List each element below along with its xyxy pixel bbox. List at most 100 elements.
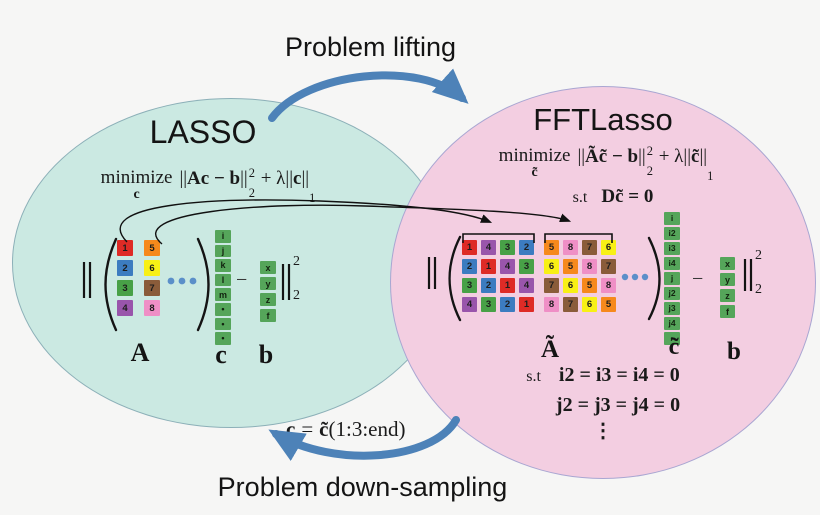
matrix-cell: 5 (144, 240, 160, 256)
vector-cell: • (215, 302, 231, 316)
matrix-cell: 4 (117, 300, 133, 316)
vector-cell: i2 (664, 227, 680, 240)
matrix-cell: 3 (519, 259, 534, 274)
matrix-cell: 6 (563, 278, 578, 293)
matrix-cell: 3 (481, 297, 496, 312)
minimize-operator: minimize c (100, 167, 173, 202)
vector-cell: j3 (664, 302, 680, 315)
matrix-cell: 6 (544, 259, 559, 274)
matrix-cell: 5 (601, 297, 616, 312)
matrix-cell: 5 (582, 278, 597, 293)
matrix-cell: 6 (582, 297, 597, 312)
st-word: s.t (526, 368, 541, 385)
vector-cell: j2 (664, 287, 680, 300)
matrix-cell: 8 (563, 240, 578, 255)
matrix-A: 1 2 3 4 5 6 7 8 (117, 240, 160, 316)
vector-cell: z (720, 289, 735, 302)
label-b: b (727, 338, 741, 365)
matrix-cell: 8 (544, 297, 559, 312)
vector-cell: i (664, 212, 680, 225)
matrix-cell: 4 (481, 240, 496, 255)
vector-cell: k (215, 259, 231, 272)
matrix-cell: 7 (144, 280, 160, 296)
matrix-cell: 3 (500, 240, 515, 255)
matrix-cell: 7 (544, 278, 559, 293)
norm-subscript: 2 (293, 288, 300, 303)
matrix-cell: 7 (563, 297, 578, 312)
matrix-cell: 5 (544, 240, 559, 255)
D-constraint: Dc̃ = 0 (601, 186, 654, 207)
downsample-formula: c = c̃ (1:3:end) (286, 417, 406, 441)
matrix-cell: 2 (519, 240, 534, 255)
vector-cell: • (664, 332, 680, 345)
vector-cell: z (260, 293, 276, 306)
matrix-cell: 6 (144, 260, 160, 276)
vector-cell: y (260, 277, 276, 290)
matrix-cell: 7 (582, 240, 597, 255)
vector-c-tilde: i i2 i3 i4 j j2 j3 j4 • (664, 212, 680, 345)
vector-cell: f (260, 309, 276, 322)
vector-cell: y (720, 273, 735, 286)
matrix-cell: 2 (462, 259, 477, 274)
matrix-cell: 4 (519, 278, 534, 293)
vector-cell: i (215, 230, 231, 243)
vector-cell: l (215, 273, 231, 287)
minus-sign: − (692, 268, 704, 290)
lasso-title: LASSO (149, 114, 257, 150)
index-constraints-line1: s.t i2 = i3 = i4 = 0 (478, 364, 728, 387)
vector-cell: j4 (664, 317, 680, 330)
problem-lifting-label: Problem lifting (284, 32, 457, 62)
vector-cell: i4 (664, 257, 680, 270)
matrix-cell: 1 (462, 240, 477, 255)
matrix-cell: 4 (462, 297, 477, 312)
fftlasso-equality-constraint: s.t Dc̃ = 0 (538, 186, 688, 208)
vertical-dots: ⋮ (593, 420, 613, 442)
matrix-cell: 2 (481, 278, 496, 293)
label-c: c (215, 340, 227, 369)
matrix-cell: 6 (601, 240, 616, 255)
matrix-cell: 8 (582, 259, 597, 274)
matrix-cell: 5 (563, 259, 578, 274)
fftlasso-title: FFTLasso (533, 102, 673, 137)
norm-superscript: 2 (755, 248, 762, 263)
minus-sign: − (236, 269, 248, 291)
matrix-cell: 1 (481, 259, 496, 274)
matrix-cell: 1 (500, 278, 515, 293)
vector-cell: • (215, 317, 231, 331)
vector-cell: f (720, 305, 735, 318)
vector-cell: j (664, 272, 680, 285)
vector-cell: x (720, 257, 735, 270)
matrix-cell: 7 (601, 259, 616, 274)
matrix-cell: 2 (500, 297, 515, 312)
label-c-tilde: c̃ (668, 334, 680, 360)
matrix-cell: 4 (500, 259, 515, 274)
st-word: s.t (572, 189, 588, 206)
matrix-cell: 2 (117, 260, 133, 276)
matrix-cell: 8 (601, 278, 616, 293)
vector-cell: j (215, 244, 231, 258)
matrix-cell: 1 (519, 297, 534, 312)
label-A-tilde: Ã (540, 336, 560, 363)
matrix-cell: 3 (462, 278, 477, 293)
minimize-operator: minimize c̃ (498, 145, 571, 180)
vector-cell: • (215, 332, 231, 345)
vector-cell: x (260, 261, 276, 274)
norm-subscript: 2 (755, 282, 762, 297)
constraint-i: i2 = i3 = i4 = 0 (558, 364, 680, 386)
problem-downsampling-label: Problem down-sampling (217, 472, 508, 502)
index-constraints-line2: j2 = j3 = j4 = 0 (555, 394, 681, 416)
matrix-cell: 8 (144, 300, 160, 316)
norm-superscript: 2 (293, 254, 300, 269)
matrix-cell: 1 (117, 240, 133, 256)
label-A: A (130, 338, 150, 367)
vector-cell: i3 (664, 242, 680, 255)
matrix-cell: 3 (117, 280, 133, 296)
